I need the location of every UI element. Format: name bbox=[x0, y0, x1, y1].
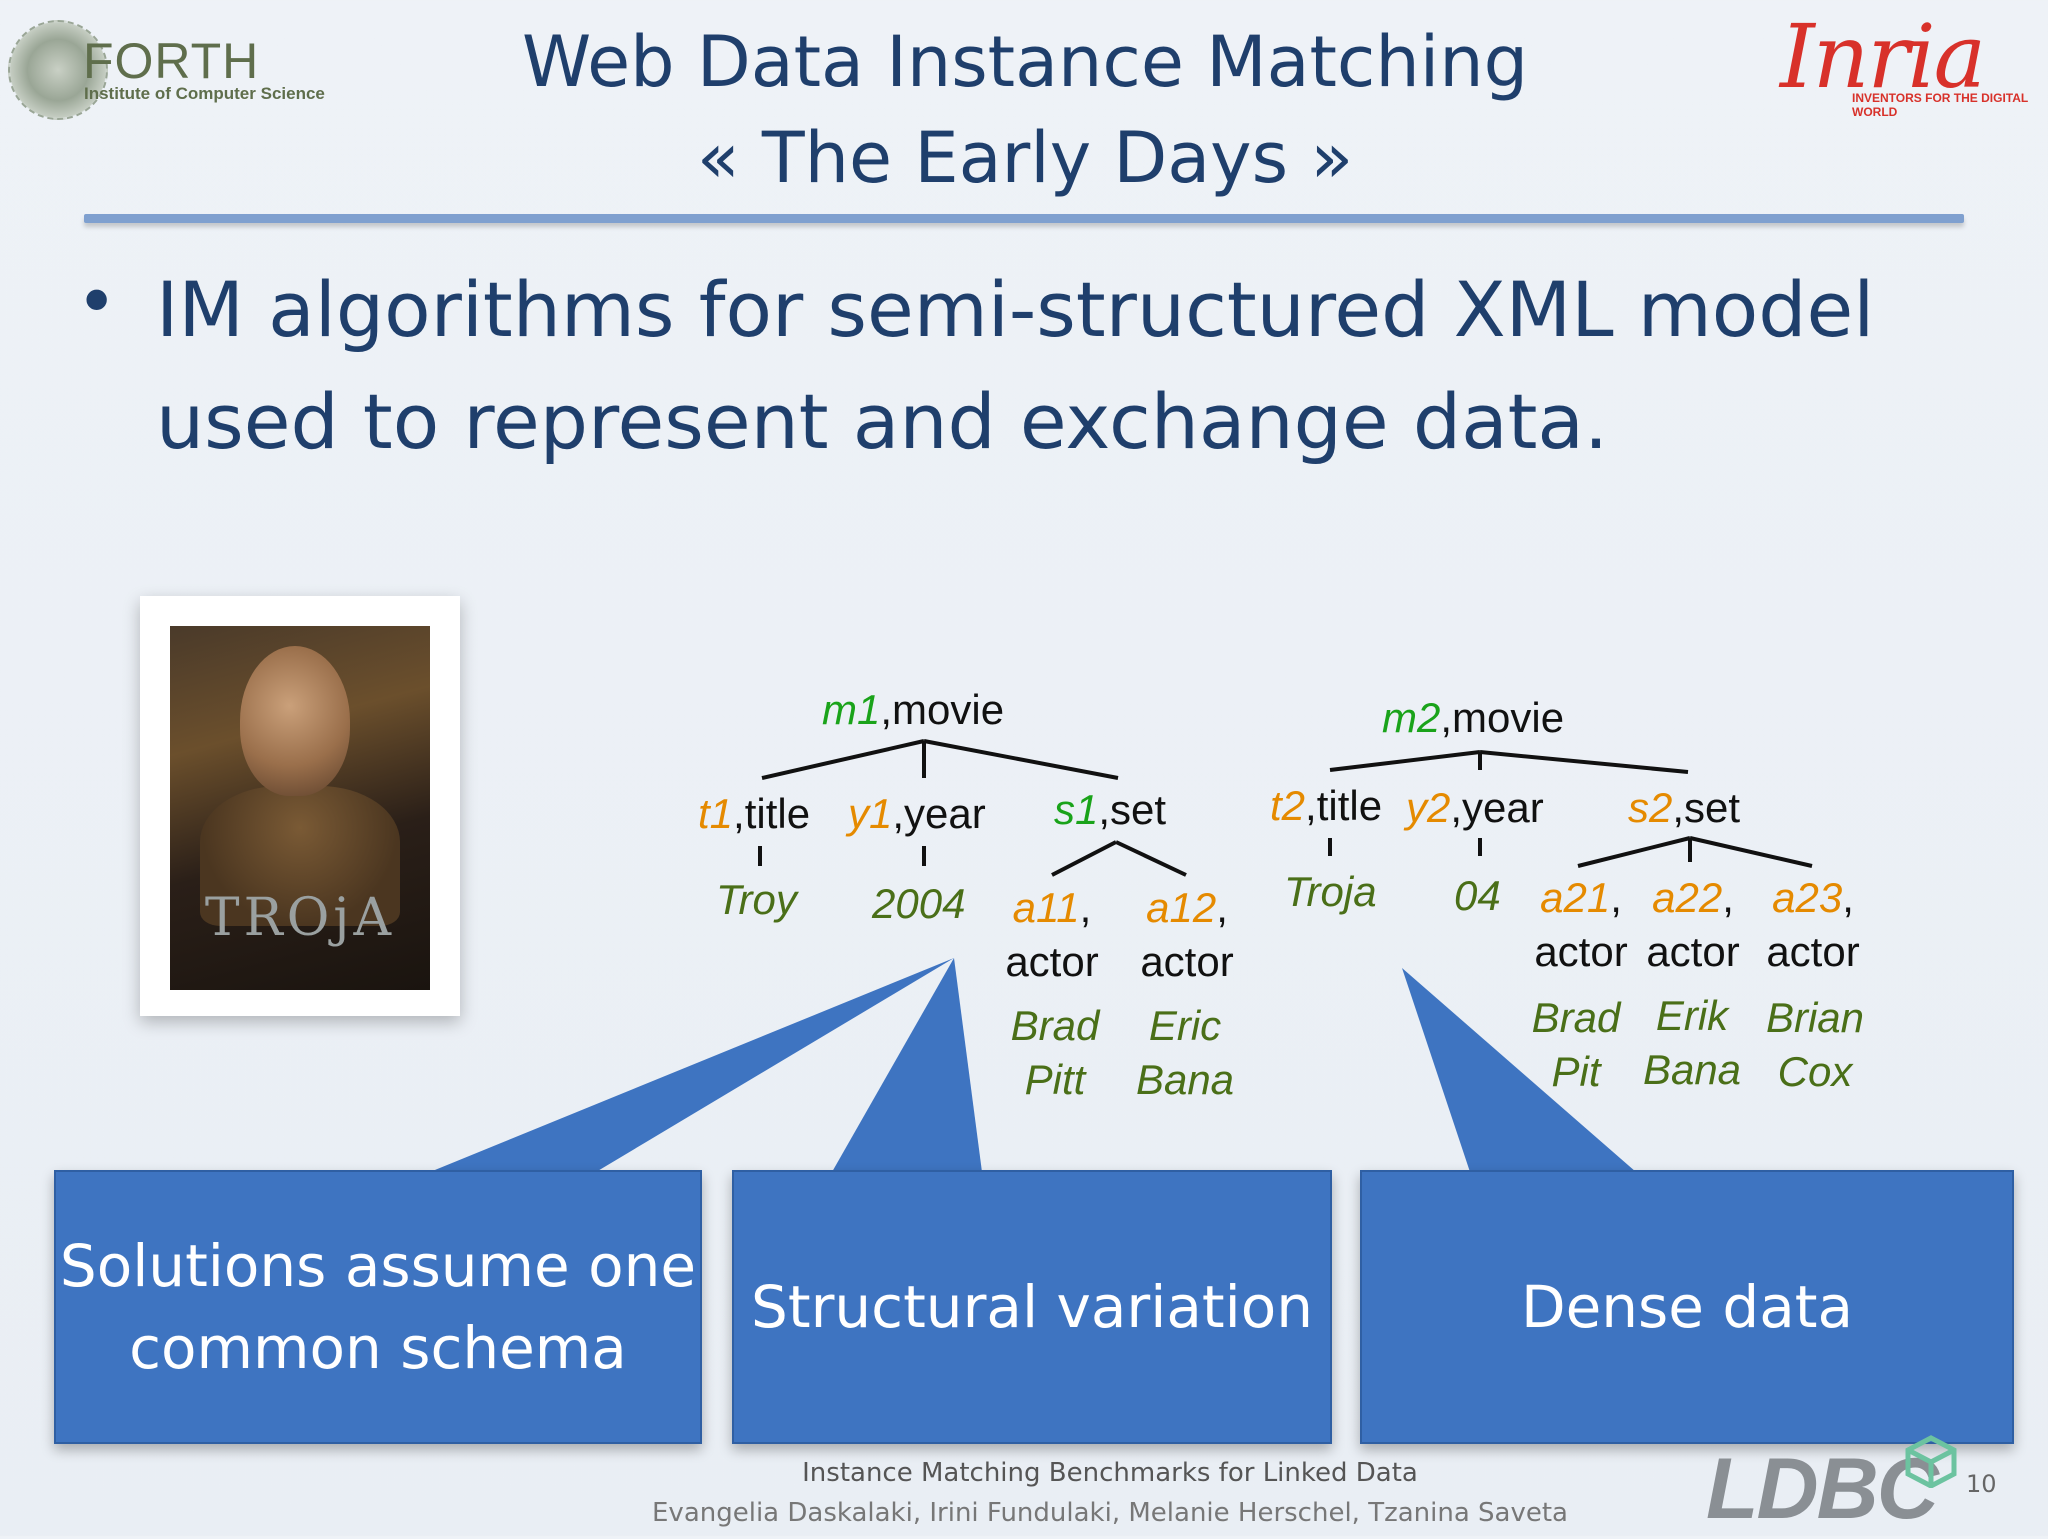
page-number: 10 bbox=[1966, 1470, 1997, 1498]
tree1-actor-a12: a12, actor bbox=[1134, 884, 1240, 986]
tree2-a23-last: Cox bbox=[1750, 1048, 1880, 1096]
tree1-a11-last: Pitt bbox=[990, 1056, 1120, 1104]
tree2-year-label: ,year bbox=[1450, 784, 1543, 831]
tree2-year-value: 04 bbox=[1454, 872, 1501, 920]
tree2-a21-label: actor bbox=[1528, 928, 1634, 976]
tree2-a23-id: a23 bbox=[1772, 874, 1842, 921]
tree2-a21-first: Brad bbox=[1516, 994, 1636, 1042]
tree2-root-label: ,movie bbox=[1440, 694, 1564, 741]
tree1-title-value: Troy bbox=[716, 876, 797, 924]
tree2-title-label: ,title bbox=[1305, 782, 1382, 829]
ldbc-logo: LDBC bbox=[1706, 1440, 1937, 1539]
tree1-a11-id: a11 bbox=[1013, 884, 1080, 931]
tree2-root-node: m2,movie bbox=[1382, 694, 1564, 742]
tree1-a11-label: actor bbox=[1002, 938, 1102, 986]
tree1-title-label: ,title bbox=[733, 790, 810, 837]
callout-dense-text: Dense data bbox=[1521, 1266, 1853, 1348]
tree1-a12-name: Eric Bana bbox=[1120, 1002, 1250, 1104]
tree1-year-id: y1 bbox=[848, 790, 892, 837]
tree1-a12-last: Bana bbox=[1120, 1056, 1250, 1104]
tree1-title-node: t1,title bbox=[698, 790, 810, 838]
tree2-a22-sep: , bbox=[1722, 874, 1734, 921]
tree1-year-value: 2004 bbox=[872, 880, 965, 928]
tree2-actor-a21: a21, actor bbox=[1528, 874, 1634, 976]
tree2-a23-name: Brian Cox bbox=[1750, 994, 1880, 1096]
tree2-title-id: t2 bbox=[1270, 782, 1305, 829]
tree2-set-id: s2 bbox=[1628, 784, 1672, 831]
callout-schema-line2: common schema bbox=[60, 1307, 696, 1389]
tree1-title-id: t1 bbox=[698, 790, 733, 837]
tree1-root-node: m1,movie bbox=[822, 686, 1004, 734]
tree2-a22-last: Bana bbox=[1632, 1046, 1752, 1094]
tree1-a12-sep: , bbox=[1216, 884, 1228, 931]
tree2-a21-last: Pit bbox=[1516, 1048, 1636, 1096]
tree2-a22-first: Erik bbox=[1632, 992, 1752, 1040]
tree2-year-id: y2 bbox=[1406, 784, 1450, 831]
ldbc-cube-icon bbox=[1904, 1434, 1958, 1488]
tree2-a21-name: Brad Pit bbox=[1516, 994, 1636, 1096]
tree2-set-label: ,set bbox=[1672, 784, 1740, 831]
footer-title: Instance Matching Benchmarks for Linked … bbox=[500, 1458, 1720, 1488]
footer-authors: Evangelia Daskalaki, Irini Fundulaki, Me… bbox=[500, 1498, 1720, 1528]
tree1-root-label: ,movie bbox=[880, 686, 1004, 733]
tree1-a11-name: Brad Pitt bbox=[990, 1002, 1120, 1104]
callout-dense-data: Dense data bbox=[1360, 1170, 2014, 1444]
tree2-a21-id: a21 bbox=[1540, 874, 1610, 921]
tree2-root-id: m2 bbox=[1382, 694, 1440, 741]
tree2-actor-a22: a22, actor bbox=[1640, 874, 1746, 976]
callout-schema-line1: Solutions assume one bbox=[60, 1225, 696, 1307]
tree2-a23-first: Brian bbox=[1750, 994, 1880, 1042]
tree1-a11-first: Brad bbox=[990, 1002, 1120, 1050]
tree1-actor-a11: a11, actor bbox=[1002, 884, 1102, 986]
tree2-a22-id: a22 bbox=[1652, 874, 1722, 921]
callout-structural-text: Structural variation bbox=[751, 1266, 1313, 1348]
callout-pointer-structural bbox=[832, 958, 982, 1172]
tree2-title-node: t2,title bbox=[1270, 782, 1382, 830]
tree1-year-label: ,year bbox=[892, 790, 985, 837]
tree2-year-node: y2,year bbox=[1406, 784, 1544, 832]
tree1-root-id: m1 bbox=[822, 686, 880, 733]
tree2-a22-name: Erik Bana bbox=[1632, 992, 1752, 1094]
tree1-set-label: ,set bbox=[1098, 786, 1166, 833]
tree2-a22-label: actor bbox=[1640, 928, 1746, 976]
tree1-a11-sep: , bbox=[1080, 884, 1092, 931]
tree2-a23-label: actor bbox=[1760, 928, 1866, 976]
callout-common-schema: Solutions assume one common schema bbox=[54, 1170, 702, 1444]
tree2-a23-sep: , bbox=[1842, 874, 1854, 921]
tree2-title-value: Troja bbox=[1284, 868, 1377, 916]
tree1-a12-label: actor bbox=[1134, 938, 1240, 986]
tree1-set-id: s1 bbox=[1054, 786, 1098, 833]
tree1-a12-id: a12 bbox=[1146, 884, 1216, 931]
tree2-actor-a23: a23, actor bbox=[1760, 874, 1866, 976]
callout-structural-variation: Structural variation bbox=[732, 1170, 1332, 1444]
tree1-set-node: s1,set bbox=[1054, 786, 1166, 834]
tree1-a12-first: Eric bbox=[1120, 1002, 1250, 1050]
tree2-set-node: s2,set bbox=[1628, 784, 1740, 832]
tree2-a21-sep: , bbox=[1610, 874, 1622, 921]
tree1-year-node: y1,year bbox=[848, 790, 986, 838]
